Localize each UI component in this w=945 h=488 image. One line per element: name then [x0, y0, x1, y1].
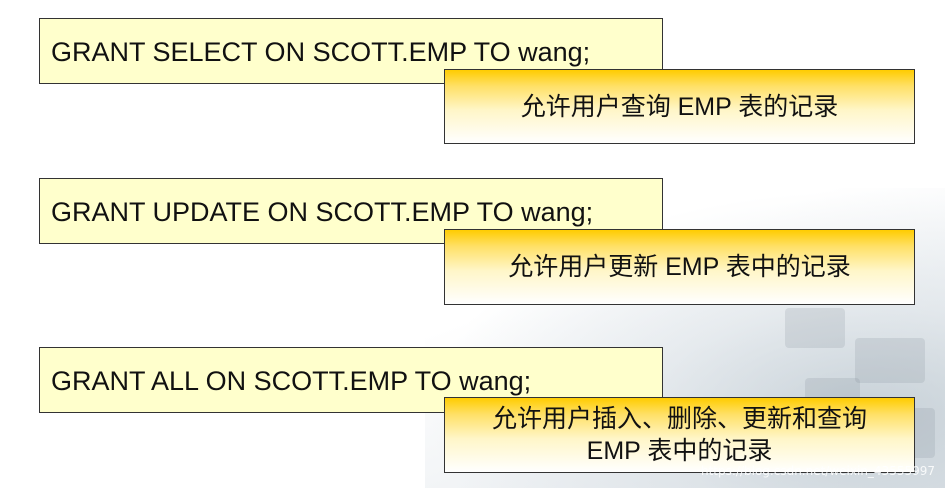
code-text-grant-update: GRANT UPDATE ON SCOTT.EMP TO wang;: [51, 197, 594, 227]
note-text-grant-update: 允许用户更新 EMP 表中的记录: [508, 253, 851, 281]
note-box-grant-update: 允许用户更新 EMP 表中的记录: [444, 229, 915, 305]
note-box-grant-select: 允许用户查询 EMP 表的记录: [444, 69, 915, 144]
watermark-text: https://blog.csdn.net/weixin_43555997: [700, 464, 935, 478]
note-text-grant-select: 允许用户查询 EMP 表的记录: [520, 92, 839, 121]
note-box-grant-all: 允许用户插入、删除、更新和查询 EMP 表中的记录: [444, 397, 915, 473]
code-text-grant-all: GRANT ALL ON SCOTT.EMP TO wang;: [51, 366, 532, 396]
note-text-grant-all-line2: EMP 表中的记录: [586, 437, 773, 465]
note-text-grant-all-line1: 允许用户插入、删除、更新和查询: [491, 405, 867, 433]
code-text-grant-select: GRANT SELECT ON SCOTT.EMP TO wang;: [51, 37, 591, 67]
